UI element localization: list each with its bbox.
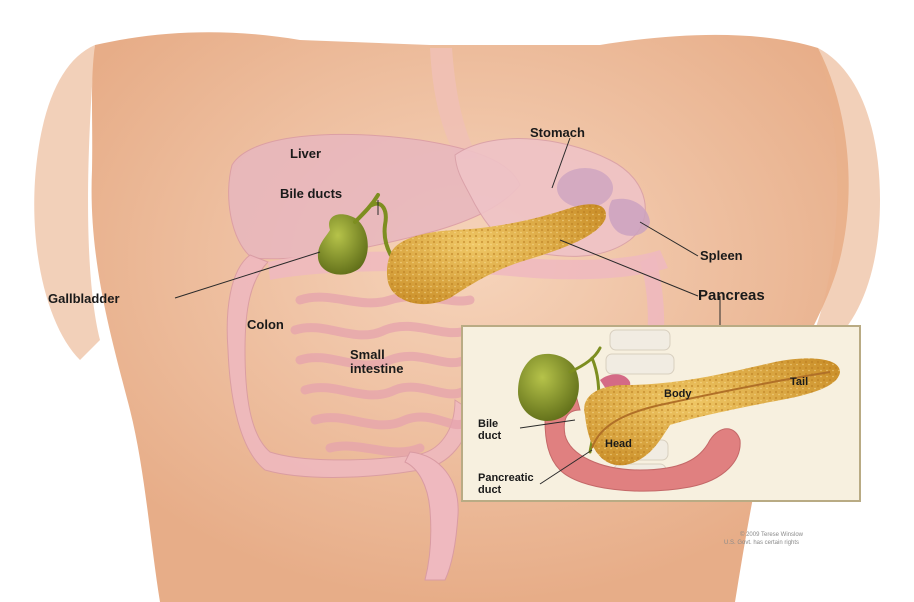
label-stomach: Stomach [530,125,585,140]
torso [91,32,849,602]
inset-duodenum [543,390,741,492]
leader-lines [174,137,721,372]
inset-pancreatic-duct [591,371,831,449]
label-liver: Liver [290,146,322,161]
label-small-intestine: Small intestine [350,347,404,376]
left-arm-shadow [34,45,100,360]
copyright-line-2: U.S. Govt. has certain rights [724,540,800,546]
label-spleen: Spleen [700,248,743,263]
right-arm-shadow [815,48,880,345]
inset-gallbladder [518,353,579,421]
inset-leader-lines [519,419,593,485]
copyright-line-1: © 2009 Terese Winslow [740,532,804,538]
inset-label-body: Body [664,388,692,400]
inset-label-bile-duct: Bile duct [478,418,502,442]
spleen [608,198,650,236]
esophagus [430,48,478,160]
label-colon: Colon [247,317,284,332]
stomach-fundus [557,168,613,208]
inset-label-pancreatic-duct: Pancreatic duct [478,472,534,496]
inset-label-head: Head [605,438,632,450]
bile-ducts [353,193,397,264]
gallbladder [317,214,368,275]
label-gallbladder: Gallbladder [48,291,120,306]
small-intestine [290,292,475,457]
inset-label-tail: Tail [790,376,809,388]
label-bile-ducts: Bile ducts [280,186,343,201]
label-pancreas: Pancreas [698,287,765,304]
rectum [404,451,459,581]
